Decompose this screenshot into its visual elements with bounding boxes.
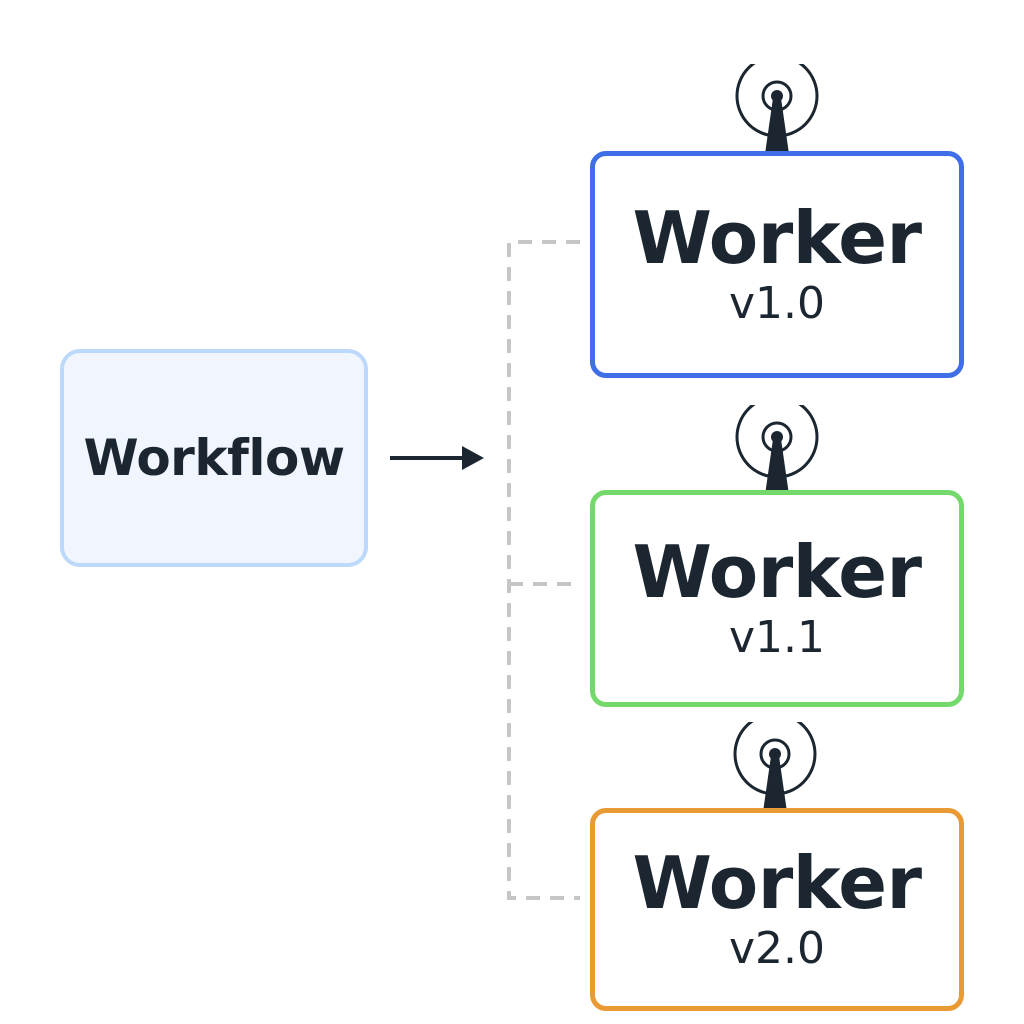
worker-title: Worker [632,195,922,280]
worker-node-v2-0: Worker v2.0 [590,808,964,1011]
dashed-connector [507,240,580,900]
worker-node-v1-1: Worker v1.1 [590,490,964,707]
antenna-broadcast-icon [735,405,819,495]
arrow-right-icon [390,446,484,470]
workflow-node: Workflow [60,349,368,567]
workflow-label: Workflow [83,429,345,487]
antenna-broadcast-icon [733,722,817,812]
worker-version: v2.0 [728,923,825,975]
antenna-broadcast-icon [735,64,819,154]
worker-version: v1.0 [728,278,825,330]
worker-version: v1.1 [728,612,825,664]
worker-node-v1-0: Worker v1.0 [590,151,964,378]
worker-title: Worker [632,840,922,925]
worker-title: Worker [632,529,922,614]
